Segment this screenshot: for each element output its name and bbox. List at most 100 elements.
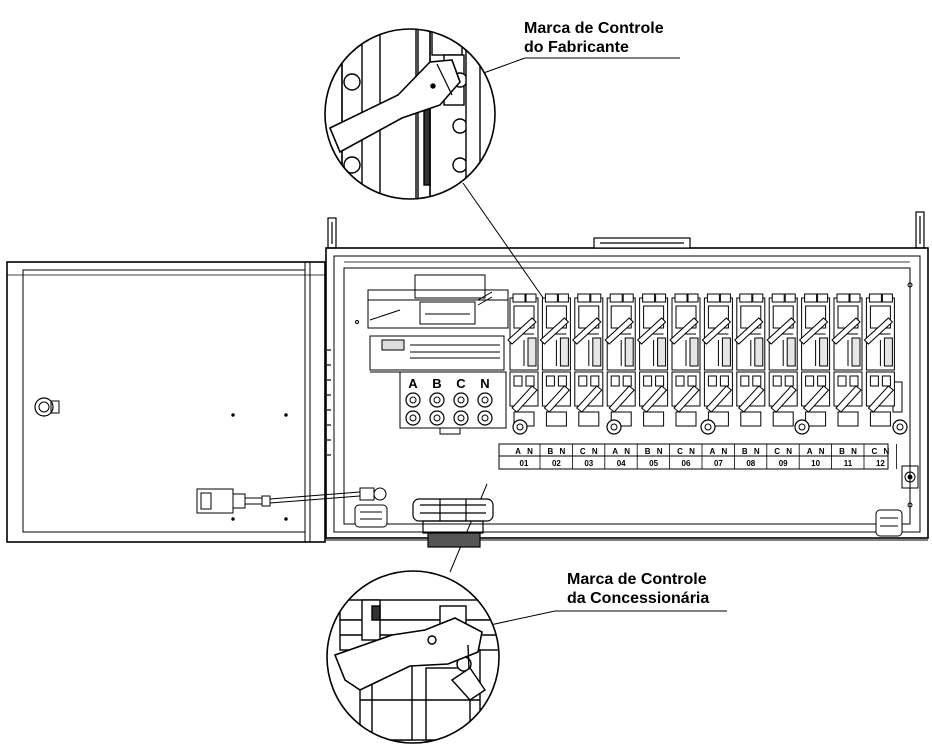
- meter-neutral-label: N: [624, 447, 630, 456]
- meter-top-tab: [590, 293, 602, 303]
- meter-base-terminal: [687, 375, 697, 387]
- rail-screw-core: [704, 423, 712, 431]
- meter-top-tab: [544, 293, 558, 303]
- meter-foot: [772, 411, 794, 427]
- meter-side-panel: [624, 337, 634, 367]
- meter-base-terminal: [610, 375, 620, 387]
- meter-neutral-label: N: [851, 447, 857, 456]
- meter-module: [604, 293, 636, 427]
- meter-seal-icon: [863, 317, 894, 345]
- phase-terminal-label: A: [408, 376, 418, 391]
- meter-side-panel: [657, 337, 667, 367]
- meter-side-panel: [883, 337, 893, 367]
- cable-gland-bottom-left: [354, 504, 388, 528]
- meter-seal-icon: [636, 317, 667, 345]
- meter-base-terminal: [513, 375, 523, 387]
- meter-module: [863, 293, 895, 427]
- meter-top-tab: [868, 293, 882, 303]
- callout-manufacturer-line2: do Fabricante: [524, 39, 629, 56]
- meter-top-tab: [706, 293, 720, 303]
- lifting-eye-right: [915, 211, 925, 249]
- meter-foot: [869, 411, 891, 427]
- meter-module: [701, 293, 733, 427]
- meter-top-tab: [642, 293, 656, 303]
- meter-base-terminal: [643, 375, 653, 387]
- door-hinge-marks: [327, 349, 331, 456]
- meter-neutral-label: N: [754, 447, 760, 456]
- meter-base-terminal: [849, 375, 859, 387]
- meter-foot: [578, 411, 600, 427]
- meter-top-tab: [687, 293, 699, 303]
- meter-top-tab: [817, 293, 829, 303]
- door-stay-arm: [196, 487, 387, 514]
- meter-side-panel: [721, 337, 731, 367]
- meter-lever-icon: [543, 385, 571, 413]
- meter-top-tab: [609, 293, 623, 303]
- meter-base-terminal: [578, 375, 588, 387]
- meter-phase-label: C: [580, 447, 586, 456]
- meter-lever-icon: [640, 385, 668, 413]
- meter-top-tab: [655, 293, 667, 303]
- meter-top-tab: [674, 293, 688, 303]
- meter-module: [831, 293, 863, 427]
- meter-phase-label: C: [872, 447, 878, 456]
- meter-base-terminal: [655, 375, 665, 387]
- meter-side-panel: [754, 337, 764, 367]
- meter-neutral-label: N: [819, 447, 825, 456]
- meter-base-terminal: [805, 375, 815, 387]
- meter-base-terminal: [740, 375, 750, 387]
- meter-module: [766, 293, 798, 427]
- callout-manufacturer-seal: Marca de Controle do Fabricante: [524, 19, 664, 57]
- meter-seal-icon: [507, 317, 537, 345]
- meter-phase-label: A: [612, 447, 618, 456]
- meter-side-panel: [851, 337, 861, 367]
- meter-seal-icon: [831, 317, 861, 345]
- meter-module: [572, 293, 604, 427]
- meter-seal-icon: [539, 317, 570, 345]
- lifting-eye-left: [327, 217, 337, 249]
- meter-foot: [643, 411, 665, 427]
- meter-base-terminal: [869, 375, 879, 387]
- meter-base-terminal: [675, 375, 685, 387]
- meter-top-tab: [784, 293, 796, 303]
- meter-number-label: 02: [552, 459, 561, 468]
- cable-gland-bottom-center: [412, 498, 494, 548]
- callout-utility-line2: da Concessionária: [567, 590, 710, 607]
- meter-phase-label: A: [710, 447, 716, 456]
- meter-foot: [675, 411, 697, 427]
- meter-phase-label: C: [677, 447, 683, 456]
- rail-screws: [512, 419, 908, 435]
- meter-seal-icon: [669, 317, 699, 345]
- meter-lever-icon: [738, 385, 765, 413]
- phase-terminal-block: [399, 371, 507, 435]
- terminal-screw-core: [481, 414, 489, 422]
- meter-phase-label: A: [807, 447, 813, 456]
- meter-foot: [740, 411, 762, 427]
- meter-foot: [837, 411, 859, 427]
- terminal-screw-core: [433, 414, 441, 422]
- meter-top-tab: [512, 293, 526, 303]
- meter-base-terminal: [557, 375, 567, 387]
- meter-phase-label: B: [742, 447, 748, 456]
- top-handle: [593, 237, 691, 249]
- enclosure-body: [325, 211, 929, 548]
- rail-screw-core: [516, 423, 524, 431]
- meter-phase-label: B: [645, 447, 651, 456]
- meter-neutral-label: N: [592, 447, 598, 456]
- enclosure-door: [6, 261, 387, 543]
- meter-number-label: 07: [714, 459, 723, 468]
- meter-seal-icon: [766, 317, 796, 345]
- meter-base-terminal: [707, 375, 717, 387]
- detail-utility-seal: [326, 570, 500, 744]
- utility-seal-icon: [333, 617, 486, 701]
- meter-top-tab: [752, 293, 764, 303]
- terminal-screw-core: [481, 396, 489, 404]
- terminal-screw-core: [433, 396, 441, 404]
- meter-module: [636, 293, 669, 427]
- meter-number-label: 04: [617, 459, 626, 468]
- meter-base-terminal: [719, 375, 729, 387]
- meter-base-terminal: [752, 375, 762, 387]
- meter-label-strip: [498, 443, 889, 470]
- meter-neutral-label: N: [560, 447, 566, 456]
